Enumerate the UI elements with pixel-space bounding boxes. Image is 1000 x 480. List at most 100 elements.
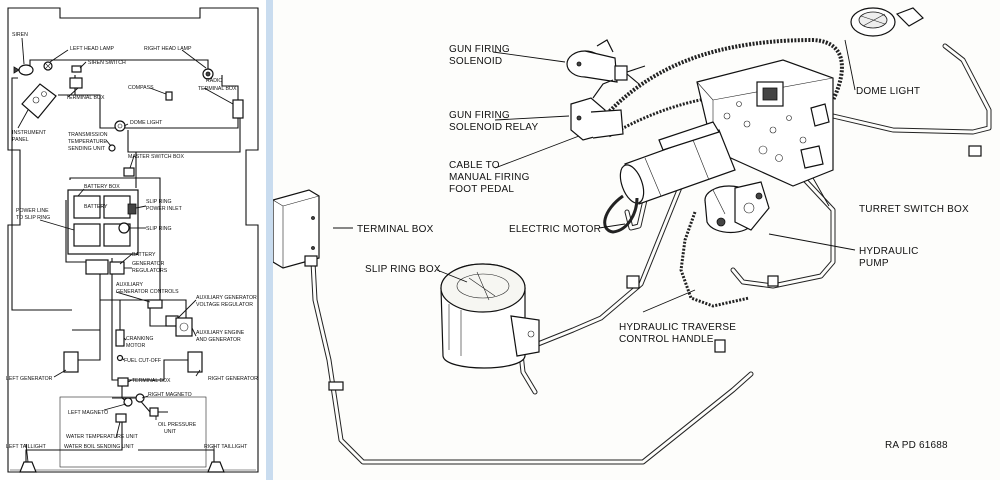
electric-motor-icon xyxy=(619,121,736,205)
hydraulic-pump-icon xyxy=(704,181,770,233)
turret-electrical-diagram: GUN FIRING SOLENOID GUN FIRING SOLENOID … xyxy=(273,0,1000,480)
label-left-magneto: LEFT MAGNETO xyxy=(68,410,108,416)
label-unit: UNIT xyxy=(164,429,177,435)
label-radio-terminal-box: TERMINAL BOX xyxy=(198,86,237,92)
label-manual-firing: MANUAL FIRING xyxy=(449,172,530,183)
label-motor: MOTOR xyxy=(126,343,145,349)
siren-switch-icon xyxy=(71,65,82,73)
cable-clamps xyxy=(328,145,982,391)
label-temperature: TEMPERATURE xyxy=(68,139,107,145)
oil-pressure-unit-icon xyxy=(149,407,159,417)
slip-ring-box-icon xyxy=(440,263,540,369)
rear-terminal-box-icon xyxy=(117,377,129,387)
label-left-taillight: LEFT TAILLIGHT xyxy=(6,444,47,450)
label-power-inlet: POWER INLET xyxy=(146,206,183,212)
master-switch-box-icon xyxy=(123,167,135,177)
label-auxiliary-engine: AUXILIARY ENGINE xyxy=(196,330,245,336)
water-temperature-unit-icon xyxy=(115,413,127,423)
generator-regulators-icon xyxy=(85,259,125,275)
label-instrument: INSTRUMENT xyxy=(12,130,47,136)
hull-wiring-diagram: SIREN LEFT HEAD LAMP SIREN SWITCH RIGHT … xyxy=(0,0,266,480)
right-generator-icon xyxy=(187,351,203,373)
dome-light-icon xyxy=(850,7,924,37)
right-leader-lines xyxy=(333,39,856,313)
label-right-generator: RIGHT GENERATOR xyxy=(208,376,258,382)
label-and-generator: AND GENERATOR xyxy=(196,337,241,343)
hull-wiring-svg: SIREN LEFT HEAD LAMP SIREN SWITCH RIGHT … xyxy=(6,7,259,473)
label-battery-box: BATTERY BOX xyxy=(84,184,120,190)
label-terminal-box: TERMINAL BOX xyxy=(357,224,434,235)
figure-code: RA PD 61688 xyxy=(885,440,948,451)
gun-firing-solenoid-relay-icon xyxy=(570,79,624,141)
label-generator-controls: GENERATOR CONTROLS xyxy=(116,289,179,295)
slip-ring-power-inlet-icon xyxy=(127,203,137,215)
label-auxiliary: AUXILIARY xyxy=(116,282,144,288)
label-hydraulic-traverse: HYDRAULIC TRAVERSE xyxy=(619,322,736,333)
label-rear-terminal-box: TERMINAL BOX xyxy=(132,378,171,384)
label-water-boil-sending-unit: WATER BOIL SENDING UNIT xyxy=(64,444,135,450)
transmission-sending-unit-icon xyxy=(108,144,116,152)
label-hydraulic: HYDRAULIC xyxy=(859,246,919,257)
label-slip-ring: SLIP RING xyxy=(146,226,172,232)
label-right-taillight: RIGHT TAILLIGHT xyxy=(204,444,248,450)
right-taillight-icon xyxy=(207,461,225,473)
label-right-head-lamp: RIGHT HEAD LAMP xyxy=(144,46,192,52)
label-radio: RADIO xyxy=(206,78,222,84)
foot-pedal-cable-icon xyxy=(603,194,639,234)
radio-terminal-box-icon xyxy=(232,99,244,119)
label-siren: SIREN xyxy=(12,32,28,38)
label-battery-2: BATTERY xyxy=(132,252,156,258)
label-siren-switch: SIREN SWITCH xyxy=(88,60,126,66)
gun-firing-solenoid-icon xyxy=(566,39,646,85)
right-head-lamp-icon xyxy=(202,68,214,80)
label-auxiliary-generator: AUXILIARY GENERATOR xyxy=(196,295,257,301)
right-labels: GUN FIRING SOLENOID GUN FIRING SOLENOID … xyxy=(357,44,969,451)
battery-box-icon xyxy=(67,189,139,255)
label-electric-motor: ELECTRIC MOTOR xyxy=(509,224,601,235)
label-fuel-cut-off: FUEL CUT-OFF xyxy=(124,358,161,364)
label-to-slip-ring: TO SLIP RING xyxy=(16,215,50,221)
fuel-cut-off-icon xyxy=(116,354,124,362)
label-oil-pressure: OIL PRESSURE xyxy=(158,422,197,428)
front-terminal-box-icon xyxy=(69,77,83,89)
label-regulators: REGULATORS xyxy=(132,268,168,274)
panel-divider xyxy=(266,0,273,480)
left-head-lamp-icon xyxy=(43,61,53,71)
label-sending-unit: SENDING UNIT xyxy=(68,146,106,152)
label-slip-ring-box: SLIP RING BOX xyxy=(365,264,441,275)
cranking-motor-icon xyxy=(115,329,125,347)
label-left-head-lamp: LEFT HEAD LAMP xyxy=(70,46,115,52)
label-panel: PANEL xyxy=(12,137,29,143)
label-battery-1: BATTERY xyxy=(84,204,108,210)
label-voltage-regulator: VOLTAGE REGULATOR xyxy=(196,302,253,308)
label-gun-firing-1: GUN FIRING xyxy=(449,44,510,55)
wiring-harness xyxy=(11,59,241,464)
label-solenoid: SOLENOID xyxy=(449,56,502,67)
label-front-terminal-box: TERMINAL BOX xyxy=(66,95,105,101)
terminal-box-icon xyxy=(273,189,320,269)
label-generator: GENERATOR xyxy=(132,261,165,267)
slip-ring-icon xyxy=(118,222,130,234)
auxiliary-generator-controls-icon xyxy=(147,299,163,309)
label-master-switch-box: MASTER SWITCH BOX xyxy=(128,154,184,160)
label-dome-light: DOME LIGHT xyxy=(130,120,163,126)
turret-electrical-svg: GUN FIRING SOLENOID GUN FIRING SOLENOID … xyxy=(273,7,992,465)
left-taillight-icon xyxy=(19,461,37,473)
label-left-generator: LEFT GENERATOR xyxy=(6,376,53,382)
label-right-magneto: RIGHT MAGNETO xyxy=(148,392,192,398)
label-control-handle: CONTROL HANDLE xyxy=(619,334,714,345)
instrument-panel-icon xyxy=(21,83,57,119)
siren-icon xyxy=(13,64,34,76)
turret-switch-box-icon xyxy=(696,59,834,187)
label-compass: COMPASS xyxy=(128,85,154,91)
label-water-temperature-unit: WATER TEMPERATURE UNIT xyxy=(66,434,139,440)
label-cable-to: CABLE TO xyxy=(449,160,500,171)
auxiliary-engine-icon xyxy=(175,317,193,337)
magneto-icon xyxy=(123,393,145,407)
braided-cables xyxy=(589,37,844,308)
label-turret-switch-box: TURRET SWITCH BOX xyxy=(859,204,969,215)
dome-light-icon xyxy=(114,120,126,132)
label-cranking: CRANKING xyxy=(126,336,153,342)
left-leader-lines xyxy=(17,37,234,463)
